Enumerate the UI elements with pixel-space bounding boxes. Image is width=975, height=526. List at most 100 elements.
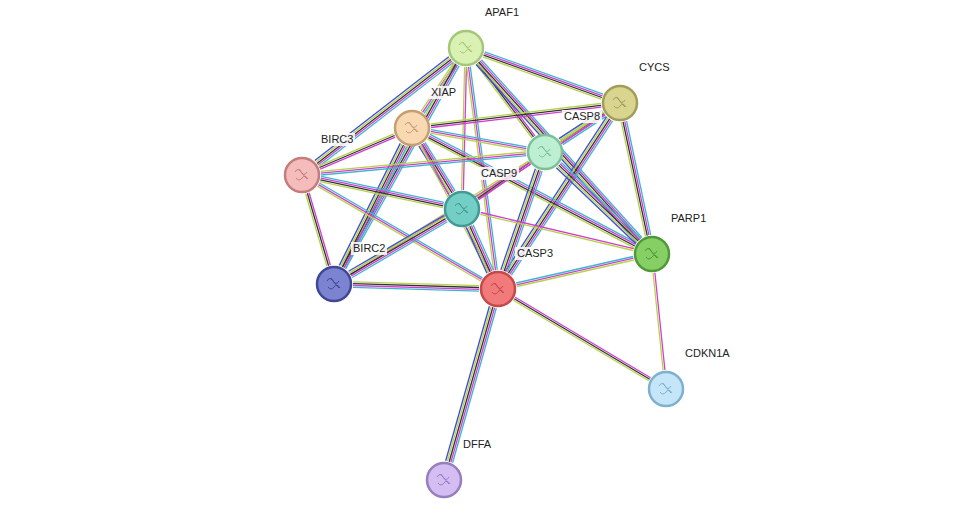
evidence-line: [513, 300, 648, 381]
protein-node: BIRC3: [283, 156, 321, 194]
evidence-line: [556, 168, 636, 244]
evidence-line: [350, 219, 445, 275]
evidence-line: [319, 134, 394, 166]
interaction-edge: [621, 121, 650, 236]
evidence-line: [318, 61, 452, 165]
evidence-line: [558, 166, 638, 242]
node-circle: [443, 190, 481, 228]
evidence-line: [353, 282, 479, 286]
node-label: CASP9: [479, 167, 519, 180]
evidence-line: [481, 60, 642, 238]
node-circle: [479, 270, 517, 308]
evidence-line: [480, 214, 633, 250]
interaction-edge: [462, 67, 467, 190]
interaction-edge: [467, 225, 494, 273]
evidence-line: [321, 178, 444, 204]
interaction-edge: [349, 216, 448, 278]
protein-node: CASP9: [443, 190, 481, 228]
protein-node: BIRC2: [315, 265, 353, 303]
evidence-line: [319, 63, 453, 167]
evidence-line: [655, 273, 665, 370]
evidence-line: [422, 144, 452, 193]
interaction-edge: [431, 104, 602, 128]
evidence-line: [473, 225, 493, 270]
node-label: BIRC2: [351, 242, 387, 255]
evidence-line: [479, 164, 531, 200]
evidence-line: [306, 194, 327, 267]
evidence-line: [471, 226, 491, 271]
evidence-line: [318, 186, 481, 281]
node-circle: [315, 265, 353, 303]
protein-node: DFFA: [425, 461, 463, 499]
interaction-edge: [476, 60, 642, 243]
interaction-edge: [513, 297, 650, 381]
evidence-line: [468, 227, 488, 272]
evidence-line: [511, 121, 612, 275]
evidence-line: [351, 220, 446, 276]
evidence-line: [515, 297, 650, 378]
protein-node: PARP1: [633, 235, 671, 273]
node-circle: [447, 29, 485, 67]
interaction-edge: [319, 134, 395, 169]
evidence-line: [516, 257, 633, 284]
evidence-line: [467, 228, 487, 273]
node-label: CASP8: [562, 110, 602, 123]
interaction-edge: [516, 257, 634, 287]
interaction-edge: [430, 130, 526, 151]
evidence-line: [559, 165, 638, 241]
evidence-line: [451, 308, 495, 462]
evidence-line: [307, 193, 328, 266]
interaction-edge: [320, 176, 444, 207]
evidence-line: [561, 163, 641, 239]
interaction-edge: [653, 273, 665, 370]
interaction-edge: [480, 213, 633, 251]
node-label: APAF1: [483, 6, 521, 19]
evidence-line: [480, 61, 640, 239]
protein-node: CDKN1A: [647, 370, 685, 408]
protein-node: APAF1: [447, 29, 485, 67]
evidence-line: [453, 308, 497, 462]
interaction-edge: [315, 57, 453, 166]
evidence-line: [462, 67, 465, 190]
node-label: PARP1: [669, 212, 708, 225]
evidence-line: [319, 183, 482, 278]
evidence-line: [481, 213, 634, 249]
node-label: CYCS: [637, 61, 672, 74]
evidence-line: [517, 260, 634, 287]
evidence-line: [514, 299, 649, 380]
evidence-line: [344, 65, 457, 268]
evidence-line: [349, 216, 444, 272]
interaction-edge: [446, 306, 497, 462]
evidence-line: [350, 217, 445, 273]
node-circle: [425, 461, 463, 499]
interaction-edge: [420, 144, 490, 272]
evidence-line: [431, 107, 601, 127]
evidence-line: [320, 180, 443, 206]
interaction-edge: [556, 163, 640, 244]
evidence-line: [318, 185, 481, 280]
evidence-line: [627, 121, 651, 235]
evidence-line: [470, 226, 490, 271]
interaction-edge: [318, 183, 483, 281]
evidence-line: [560, 164, 640, 240]
node-label: BIRC3: [319, 133, 355, 146]
node-circle: [393, 109, 431, 147]
interaction-edge: [353, 282, 479, 291]
node-label: CDKN1A: [683, 347, 732, 360]
node-label: CASP3: [515, 247, 555, 260]
node-circle: [283, 156, 321, 194]
protein-node: CYCS: [601, 84, 639, 122]
evidence-line: [309, 193, 330, 266]
node-label: XIAP: [429, 86, 458, 99]
node-label: DFFA: [461, 438, 493, 451]
protein-node: XIAP: [393, 109, 431, 147]
node-circle: [633, 235, 671, 273]
interaction-edge: [306, 193, 331, 267]
evidence-line: [478, 63, 534, 137]
evidence-line: [517, 258, 634, 285]
evidence-line: [653, 273, 663, 370]
evidence-line: [621, 122, 645, 236]
node-circle: [526, 133, 564, 171]
node-circle: [647, 370, 685, 408]
